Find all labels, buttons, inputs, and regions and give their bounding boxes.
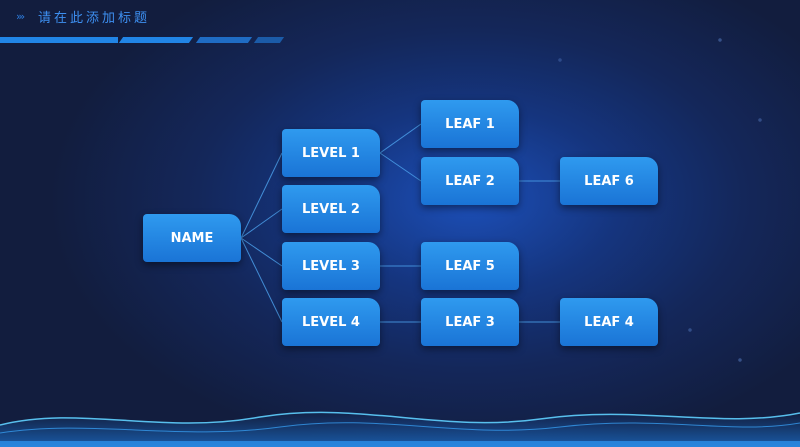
slide-title[interactable]: 请在此添加标题 [38, 11, 151, 26]
node-leaf-3[interactable]: LEAF 3 [421, 298, 519, 346]
connector-line [240, 208, 283, 239]
node-leaf-4[interactable]: LEAF 4 [560, 298, 658, 346]
connector-line [379, 152, 422, 182]
connector-line [240, 237, 283, 267]
node-leaf-2[interactable]: LEAF 2 [421, 157, 519, 205]
connector-line [379, 123, 422, 154]
node-leaf-6[interactable]: LEAF 6 [560, 157, 658, 205]
node-level-2[interactable]: LEVEL 2 [282, 185, 380, 233]
title-chevron-icon: ››› [16, 10, 25, 23]
bottom-wave-decoration [0, 411, 800, 447]
connector-line [240, 152, 283, 239]
connector-line [240, 237, 283, 323]
node-leaf-1[interactable]: LEAF 1 [421, 100, 519, 148]
node-leaf-5[interactable]: LEAF 5 [421, 242, 519, 290]
node-level-3[interactable]: LEVEL 3 [282, 242, 380, 290]
node-level-4[interactable]: LEVEL 4 [282, 298, 380, 346]
node-level-1[interactable]: LEVEL 1 [282, 129, 380, 177]
node-root[interactable]: NAME [143, 214, 241, 262]
title-underline-bar [0, 37, 118, 43]
